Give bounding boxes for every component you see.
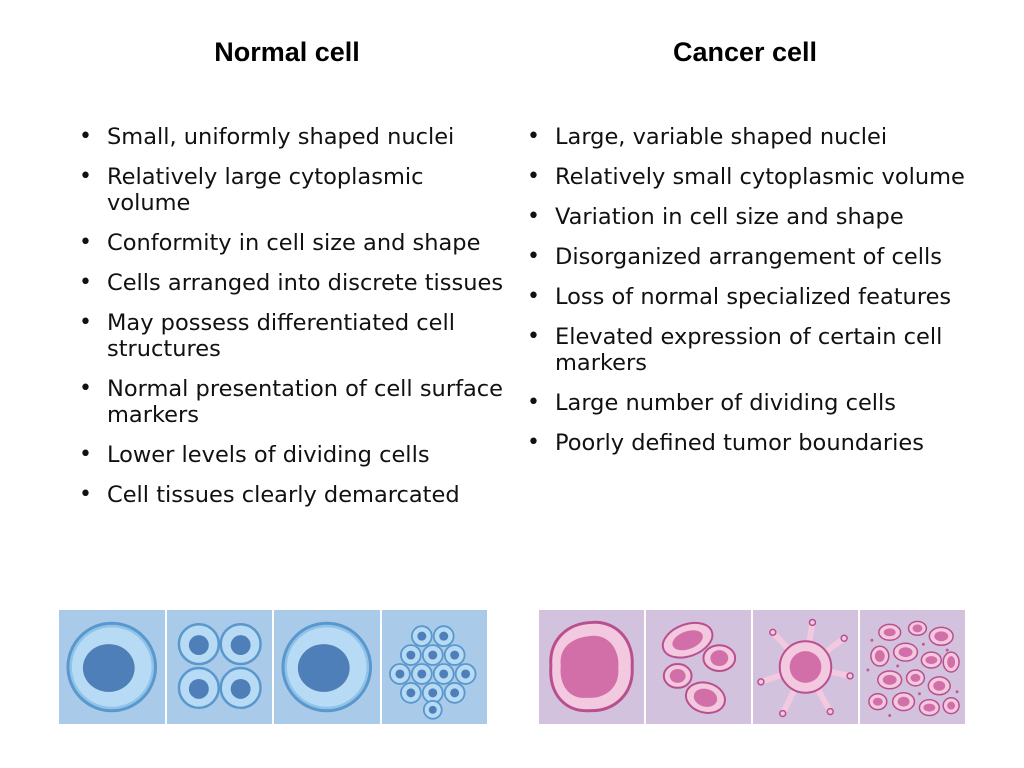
cancer-list-item: Variation in cell size and shape (510, 204, 980, 230)
cancer-tissue-image (860, 610, 965, 724)
normal-list-item: Cells arranged into discrete tissues (62, 270, 512, 296)
cancer-list-item: Disorganized arrangement of cells (510, 244, 980, 270)
cancer-cell-title: Cancer cell (672, 37, 818, 67)
normal-tissue-image (381, 610, 487, 724)
cancer-list-item: Loss of normal specialized features (510, 284, 980, 310)
normal-list-item: Lower levels of dividing cells (62, 442, 512, 468)
cancer-spiky-cell-image (753, 610, 858, 724)
normal-cell-group-image (166, 610, 272, 724)
normal-list-item: Cell tissues clearly demarcated (62, 482, 512, 508)
cancer-single-cell-image (539, 610, 644, 724)
normal-single-cell-image (59, 610, 165, 724)
normal-cell-title: Normal cell (214, 37, 360, 67)
cancer-list-item: Large, variable shaped nuclei (510, 124, 980, 150)
cancer-list-item: Large number of dividing cells (510, 390, 980, 416)
normal-characteristics-list: Small, uniformly shaped nuclei Relativel… (62, 124, 512, 522)
normal-list-item: Small, uniformly shaped nuclei (62, 124, 512, 150)
cancer-list-item: Poorly defined tumor boundaries (510, 430, 980, 456)
cancer-variable-cells-image (646, 610, 751, 724)
cancer-characteristics-list: Large, variable shaped nuclei Relatively… (510, 124, 980, 470)
normal-single-cell-image (274, 610, 380, 724)
normal-list-item: Normal presentation of cell surface mark… (62, 376, 512, 428)
normal-list-item: May possess differentiated cell structur… (62, 310, 512, 362)
normal-list-item: Conformity in cell size and shape (62, 230, 512, 256)
normal-list-item: Relatively large cytoplasmic volume (62, 164, 512, 216)
cancer-cell-illustrations (539, 610, 965, 724)
cancer-list-item: Relatively small cytoplasmic volume (510, 164, 980, 190)
cancer-list-item: Elevated expression of certain cell mark… (510, 324, 980, 376)
normal-cell-illustrations (59, 610, 487, 724)
